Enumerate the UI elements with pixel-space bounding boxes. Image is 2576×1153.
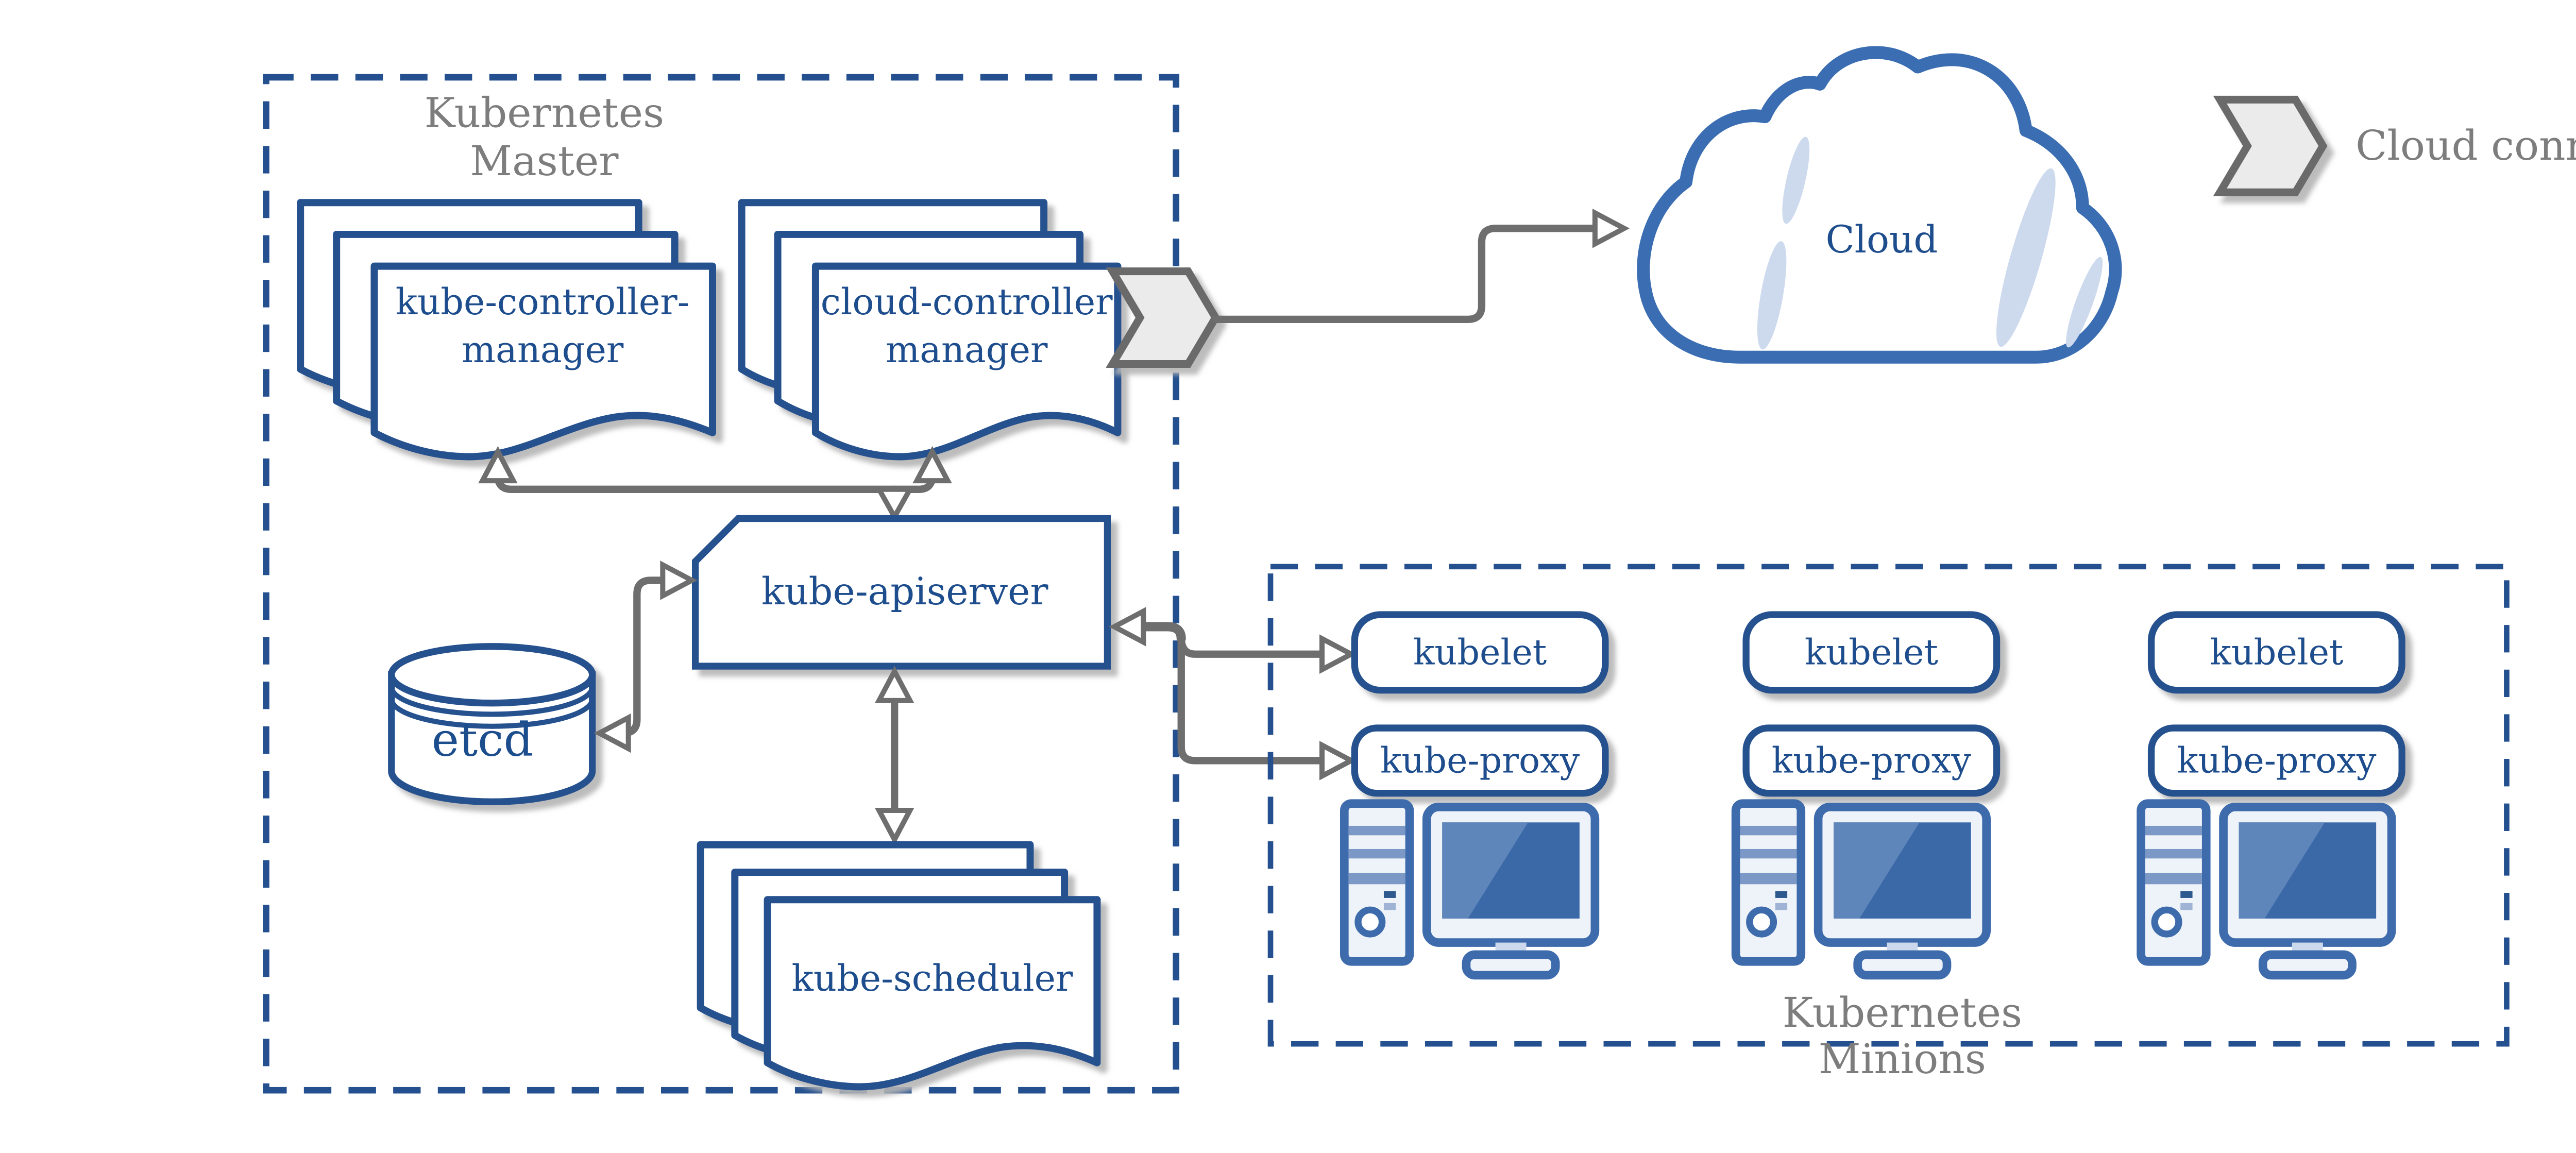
kube-proxy-box [2147, 724, 2405, 797]
connector-controllers-apiserver [494, 475, 936, 493]
arrowhead-right-into-kube-proxy [1319, 741, 1357, 781]
kube-proxy-box [1742, 724, 2001, 797]
arrowhead-down-into-apiserver [874, 486, 914, 522]
cloud-controller-manager-node: cloud-controller manager [738, 199, 1122, 461]
tower-drive-slot-2 [1775, 903, 1788, 910]
workstation-icon [2137, 799, 2396, 980]
master-title-line1: Kubernetes [425, 89, 665, 137]
minions-title-line1: Kubernetes [1783, 989, 2023, 1037]
monitor-screen-glare [2239, 822, 2325, 919]
tower-power-button [1354, 906, 1386, 938]
tower-drive-slot-2 [1383, 903, 1396, 910]
apiserver-card [691, 515, 1111, 670]
arrowhead-up-into-kube-controller-manager [478, 446, 518, 484]
connector-kubelet-to-apiserver [1135, 622, 1186, 643]
connector-chevron-cloud [1212, 225, 1599, 324]
cloud-controller-manager-label-line2: manager [886, 329, 1048, 371]
cloud-label: Cloud [1826, 218, 1938, 262]
tower-drive-slot-2 [2180, 903, 2193, 910]
arrowhead-up-into-apiserver-bottom [874, 666, 914, 703]
kube-proxy-box [1351, 724, 1609, 797]
workstation-icon [1340, 799, 1600, 980]
legend-cloud-connector-label: Cloud connector [2355, 122, 2576, 169]
etcd-node: etcd [388, 643, 596, 805]
workstation-icon [1731, 799, 1991, 980]
tower-stripe [2145, 825, 2202, 836]
etcd-label: etcd [432, 713, 533, 767]
arrowhead-up-into-cloud-controller-manager [912, 446, 952, 484]
tower-stripe [2145, 849, 2202, 859]
arrowhead-down-into-scheduler [874, 807, 914, 845]
kube-controller-manager-label-line2: manager [462, 329, 624, 371]
tower-power-button [2151, 906, 2182, 938]
cloud-connector-icon [1106, 267, 1221, 368]
cloud-highlight-3 [1996, 168, 2056, 347]
cloud-highlight-1 [1782, 137, 1810, 224]
doc-sheet-front [370, 262, 716, 461]
tower-stripe [1348, 873, 1405, 885]
kubelet-box [1742, 611, 2001, 694]
etcd-cylinder-ring2 [388, 698, 595, 729]
tower-drive-slot [1383, 891, 1396, 898]
kube-proxy-label: kube-proxy [1772, 741, 1972, 782]
tower-drive-slot [1775, 891, 1788, 898]
tower-stripe [1348, 849, 1405, 859]
kubelet-label: kubelet [1413, 633, 1547, 673]
tower-stripe [1740, 825, 1797, 836]
doc-sheet-front [811, 262, 1122, 461]
kube-proxy-label: kube-proxy [1380, 741, 1580, 782]
kube-apiserver-node: kube-apiserver [691, 515, 1111, 670]
minion-node-1: kubelet kube-proxy [1340, 611, 1609, 980]
doc-sheet-front [764, 896, 1101, 1091]
kubelet-box [2147, 611, 2405, 694]
minion-node-2: kubelet kube-proxy [1731, 611, 2001, 980]
cloud-highlight-2 [1757, 241, 1787, 350]
tower-stripe [2145, 873, 2202, 885]
etcd-cylinder-body [388, 671, 596, 805]
monitor-stand-base [1462, 950, 1560, 980]
etcd-cylinder-ring1 [388, 686, 595, 717]
minion-node-3: kubelet kube-proxy [2137, 611, 2405, 980]
kube-controller-manager-label-line1: kube-controller- [396, 281, 690, 323]
legend-cloud-connector-icon [2213, 95, 2328, 196]
kubelet-box [1351, 611, 1609, 694]
cloud-node: Cloud [1637, 46, 2122, 364]
kube-proxy-label: kube-proxy [2177, 741, 2377, 782]
connector-apiserver-to-kube-proxy [1177, 635, 1328, 765]
kube-controller-manager-node: kube-controller- manager [297, 199, 716, 461]
minions-title-line2: Minions [1819, 1035, 1986, 1083]
kubelet-label: kubelet [1805, 633, 1938, 673]
tower-stripe [1740, 873, 1797, 885]
minions-boundary-box [1267, 564, 2510, 1047]
monitor-stand-base [1853, 950, 1952, 980]
connector-apiserver-etcd [619, 576, 670, 737]
legend: Cloud connector [2213, 95, 2576, 196]
cloud-shape [1637, 46, 2122, 364]
monitor-screen-glare [1834, 822, 1920, 919]
arrowhead-left-into-apiserver-right [1109, 607, 1146, 647]
cloud-controller-manager-label-line1: cloud-controller [821, 281, 1113, 323]
monitor-screen-glare [1442, 822, 1528, 919]
kube-scheduler-label: kube-scheduler [792, 957, 1074, 999]
tower-power-button [1746, 906, 1777, 938]
etcd-cylinder-top [388, 643, 596, 707]
kube-scheduler-node: kube-scheduler [697, 841, 1101, 1091]
tower-stripe [1348, 825, 1405, 836]
master-boundary-box [263, 74, 1180, 1094]
cloud-highlight-4 [2066, 257, 2103, 348]
arrowhead-right-into-apiserver [660, 561, 698, 600]
arrowhead-right-into-kubelet [1319, 634, 1357, 674]
master-title-line2: Master [470, 137, 619, 185]
kubelet-label: kubelet [2210, 633, 2343, 673]
arrowhead-left-into-etcd [594, 713, 631, 753]
tower-stripe [1740, 849, 1797, 859]
connector-apiserver-to-kubelet [1177, 633, 1328, 658]
monitor-stand-base [2258, 950, 2357, 980]
kube-apiserver-label: kube-apiserver [761, 570, 1049, 614]
tower-drive-slot [2180, 891, 2193, 898]
arrowhead-right-into-cloud [1592, 208, 1630, 248]
